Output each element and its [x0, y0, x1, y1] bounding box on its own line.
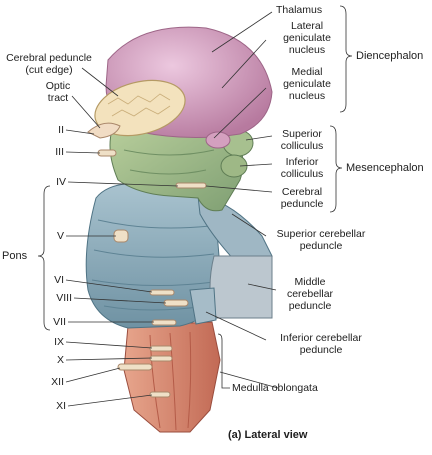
label-medulla-oblongata: Medulla oblongata — [232, 382, 318, 394]
inferior-cerebellar-peduncle-shape — [189, 287, 217, 325]
nerve-xii-stub — [117, 363, 153, 371]
label-nerve-vii: VII — [53, 316, 66, 328]
label-nerve-iv: IV — [56, 176, 66, 188]
label-nerve-iii: III — [55, 146, 64, 158]
label-superior-colliculus: Superior colliculus — [280, 128, 324, 152]
nerve-x-stub — [149, 355, 173, 362]
label-inferior-colliculus: Inferior colliculus — [280, 156, 324, 180]
cerebral-peduncle-cut-edge — [94, 79, 186, 137]
medulla-bracket — [217, 333, 230, 389]
nerve-vi-stub — [149, 289, 175, 296]
nerve-vii-stub — [151, 319, 177, 326]
nerve-xi-stub — [149, 391, 171, 398]
label-mesencephalon: Mesencephalon — [346, 162, 424, 174]
label-nerve-xi: XI — [56, 400, 66, 412]
figure-caption: (a) Lateral view — [228, 429, 308, 441]
label-superior-cerebellar-peduncle: Superior cerebellar peduncle — [276, 228, 366, 252]
nerve-iii-stub — [97, 149, 117, 157]
label-middle-cerebellar-peduncle: Middle cerebellar peduncle — [286, 276, 334, 312]
inferior-colliculus-shape — [220, 154, 248, 178]
label-nerve-viii: VIII — [56, 292, 72, 304]
label-cerebral-peduncle-cut-edge: Cerebral peduncle (cut edge) — [6, 52, 92, 76]
label-nerve-x: X — [56, 354, 64, 366]
label-nerve-ii: II — [58, 124, 64, 136]
medulla-shape — [123, 321, 221, 433]
label-nerve-xii: XII — [51, 376, 64, 388]
label-thalamus: Thalamus — [276, 4, 323, 16]
label-nerve-ix: IX — [54, 336, 64, 348]
label-nerve-vi: VI — [54, 274, 64, 286]
label-inferior-cerebellar-peduncle: Inferior cerebellar peduncle — [280, 332, 362, 356]
nerve-ix-stub — [149, 345, 173, 352]
label-optic-tract: Optic tract — [45, 80, 71, 104]
label-medial-geniculate-nucleus: Medial geniculate nucleus — [283, 66, 331, 102]
diencephalon-bracket — [339, 5, 353, 113]
label-nerve-v: V — [56, 230, 64, 242]
label-pons: Pons — [2, 250, 28, 262]
mesencephalon-bracket — [329, 125, 343, 213]
label-lateral-geniculate-nucleus: Lateral geniculate nucleus — [283, 20, 331, 56]
nerve-v-stub — [113, 229, 129, 243]
label-cerebral-peduncle: Cerebral peduncle — [280, 186, 324, 210]
medial-geniculate-shape — [205, 131, 231, 149]
nerve-viii-stub — [163, 299, 189, 307]
nerve-iv-stub — [175, 182, 207, 189]
pons-bracket — [37, 185, 51, 331]
label-diencephalon: Diencephalon — [356, 50, 424, 62]
